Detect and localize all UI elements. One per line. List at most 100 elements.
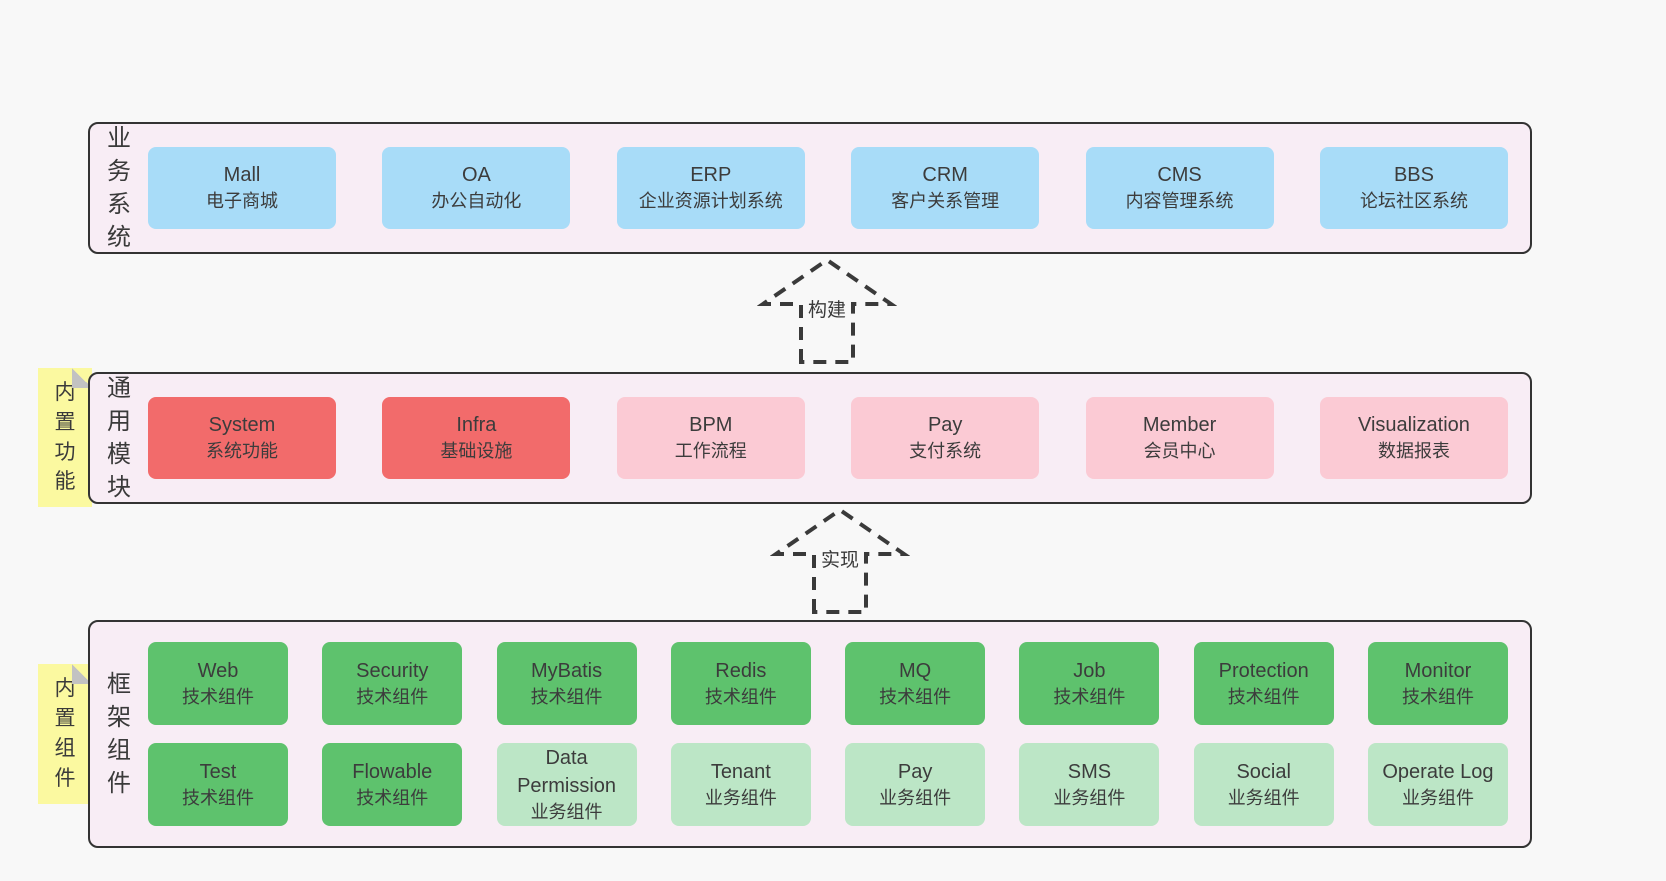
box-subtitle: 技术组件 [1227,686,1300,707]
box-infra: Infra 基础设施 [382,397,571,479]
box-erp: ERP 企业资源计划系统 [616,147,805,229]
box-name: Infra [456,414,497,437]
box-bpm: BPM 工作流程 [616,397,805,479]
box-subtitle: 业务组件 [1053,787,1126,808]
box-mq: MQ 技术组件 [845,642,986,725]
box-mybatis: MyBatis 技术组件 [496,642,637,725]
folded-corner-icon [72,368,92,388]
box-subtitle: 技术组件 [182,787,254,808]
box-subtitle: 业务组件 [530,801,603,822]
box-name: Test [199,760,237,783]
box-name: System [208,414,276,437]
box-subtitle: 业务组件 [879,787,952,808]
box-test: Test 技术组件 [148,743,288,826]
dashed-up-arrow-icon [757,257,897,364]
framework-row-1: Web 技术组件 Security 技术组件 MyBatis 技术组件 Redi… [148,642,1508,725]
box-name: Flowable [352,760,433,783]
box-subtitle: 基础设施 [440,441,513,462]
box-security: Security 技术组件 [322,642,463,725]
box-subtitle: 技术组件 [704,686,777,707]
box-sms: SMS 业务组件 [1019,743,1160,826]
implement-arrow: 实现 [770,504,910,616]
box-system: System 系统功能 [148,397,336,479]
box-protection: Protection 技术组件 [1193,642,1334,725]
box-subtitle: 技术组件 [879,686,952,707]
box-web: Web 技术组件 [148,642,288,725]
box-tenant: Tenant 业务组件 [670,743,811,826]
folded-corner-icon [72,664,92,684]
box-name: Member [1142,414,1217,437]
box-monitor: Monitor 技术组件 [1367,642,1508,725]
box-name: Operate Log [1382,760,1494,783]
band-label-business-systems: 业务系统 [107,124,131,252]
box-oa: OA 办公自动化 [382,147,571,229]
box-subtitle: 企业资源计划系统 [638,191,783,212]
arrow-label-implement: 实现 [817,544,863,573]
sticky-tag-label: 内置功能 [54,380,76,494]
box-cms: CMS 内容管理系统 [1085,147,1274,229]
box-name: SMS [1067,760,1112,783]
box-name: Job [1073,659,1106,682]
box-subtitle: 办公自动化 [431,191,522,212]
box-redis: Redis 技术组件 [670,642,811,725]
box-name: Pay [897,760,933,783]
box-name: Security [356,659,429,682]
box-name: Pay [927,414,963,437]
box-subtitle: 技术组件 [356,686,429,707]
box-name: Data Permission [517,746,617,797]
box-name: Web [197,659,239,682]
box-bbs: BBS 论坛社区系统 [1319,147,1508,229]
box-name: MQ [899,659,932,682]
box-subtitle: 业务组件 [1401,787,1474,808]
box-name: CMS [1157,164,1202,187]
sticky-tag-label: 内置组件 [54,677,76,790]
framework-row-2: Test 技术组件 Flowable 技术组件 Data Permission … [148,743,1508,826]
box-name: BPM [689,414,733,437]
box-crm: CRM 客户关系管理 [851,147,1040,229]
box-subtitle: 技术组件 [182,686,254,707]
box-member: Member 会员中心 [1085,397,1274,479]
box-operate-log: Operate Log 业务组件 [1367,743,1508,826]
box-pay-component: Pay 业务组件 [845,743,986,826]
box-subtitle: 技术组件 [1401,686,1474,707]
framework-rows: Web 技术组件 Security 技术组件 MyBatis 技术组件 Redi… [148,642,1530,826]
box-subtitle: 工作流程 [674,441,747,462]
box-subtitle: 业务组件 [704,787,777,808]
box-name: OA [461,164,491,187]
box-mall: Mall 电子商城 [148,147,336,229]
box-subtitle: 客户关系管理 [891,191,1000,212]
box-subtitle: 支付系统 [909,441,982,462]
arrow-label-build: 构建 [804,294,850,323]
dashed-up-arrow-icon [770,507,910,614]
band-label-framework-components: 框架组件 [107,670,131,798]
box-name: Mall [223,164,261,187]
box-data-permission: Data Permission 业务组件 [496,743,637,826]
box-subtitle: 数据报表 [1377,441,1450,462]
band-label-common-modules: 通用模块 [107,374,131,502]
sticky-tag-built-in-features: 内置功能 [38,368,92,507]
box-subtitle: 会员中心 [1143,441,1216,462]
box-subtitle: 电子商城 [206,191,278,212]
box-name: Protection [1218,659,1309,682]
box-subtitle: 内容管理系统 [1125,191,1234,212]
box-subtitle: 技术组件 [356,787,429,808]
box-name: CRM [922,164,968,187]
box-name: MyBatis [531,659,603,682]
business-systems-band: 业务系统 Mall 电子商城 OA 办公自动化 ERP 企业资源计划系统 CRM… [88,122,1532,254]
box-flowable: Flowable 技术组件 [322,743,463,826]
box-name: Visualization [1357,414,1470,437]
framework-components-band: 框架组件 Web 技术组件 Security 技术组件 MyBatis 技术组件… [88,620,1532,848]
box-subtitle: 技术组件 [1053,686,1126,707]
business-boxes: Mall 电子商城 OA 办公自动化 ERP 企业资源计划系统 CRM 客户关系… [148,147,1530,229]
module-boxes: System 系统功能 Infra 基础设施 BPM 工作流程 Pay 支付系统… [148,397,1530,479]
common-modules-band: 通用模块 System 系统功能 Infra 基础设施 BPM 工作流程 Pay… [88,372,1532,504]
box-name: Tenant [710,760,771,783]
build-arrow: 构建 [757,254,897,366]
sticky-tag-built-in-components: 内置组件 [38,664,92,804]
box-name: Social [1236,760,1291,783]
box-name: Redis [715,659,767,682]
box-subtitle: 系统功能 [206,441,278,462]
box-name: BBS [1393,164,1434,187]
box-subtitle: 技术组件 [530,686,603,707]
